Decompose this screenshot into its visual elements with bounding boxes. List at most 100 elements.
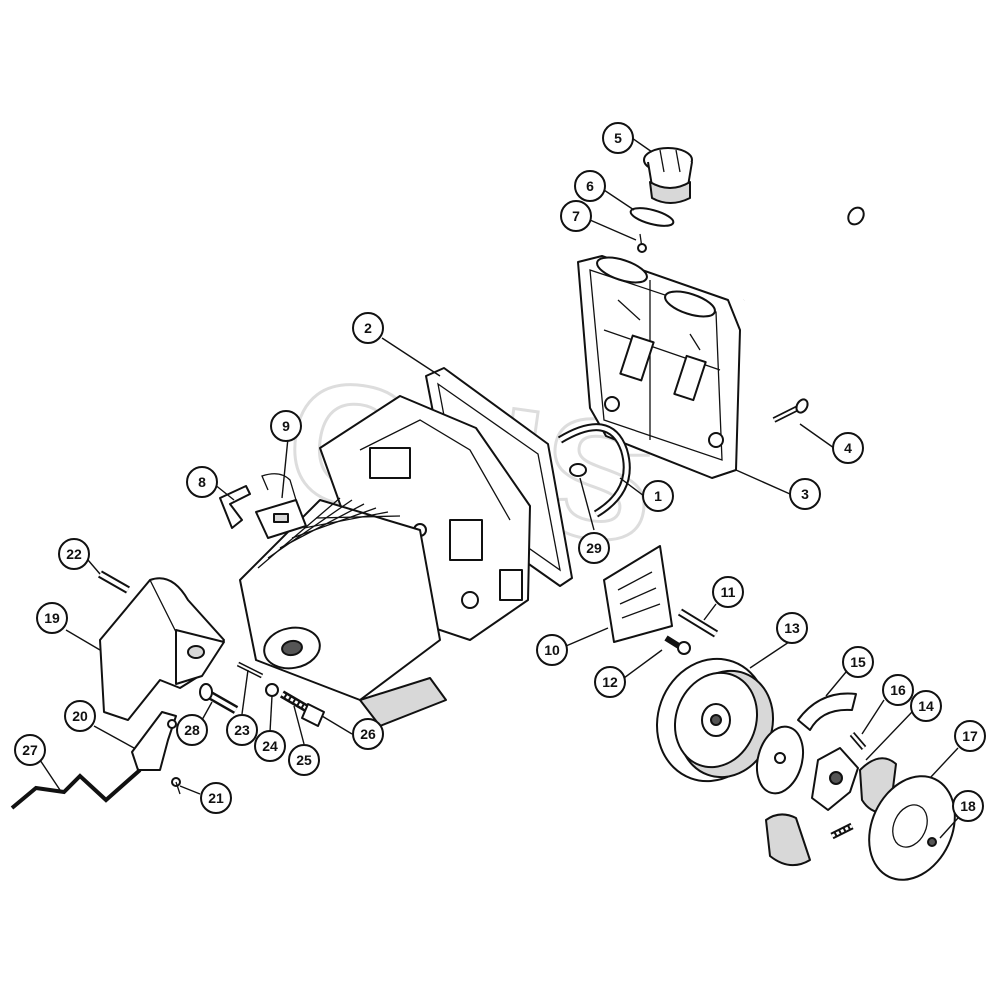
svg-text:4: 4 bbox=[844, 440, 852, 456]
long-bolt-part bbox=[743, 206, 865, 302]
lever-part bbox=[131, 711, 177, 771]
svg-text:16: 16 bbox=[890, 682, 906, 698]
callout-17: 17 bbox=[954, 720, 986, 752]
leader-line-13 bbox=[749, 639, 793, 669]
clutch-drum-part bbox=[656, 657, 775, 783]
svg-text:25: 25 bbox=[296, 752, 312, 768]
callout-1: 1 bbox=[642, 480, 674, 512]
o-ring-part bbox=[629, 207, 675, 227]
leader-line-11 bbox=[703, 603, 717, 621]
leader-line-9 bbox=[281, 437, 289, 499]
callout-29: 29 bbox=[578, 532, 610, 564]
bracket-part bbox=[255, 473, 307, 539]
callout-9: 9 bbox=[270, 410, 302, 442]
svg-text:28: 28 bbox=[184, 722, 200, 738]
callout-11: 11 bbox=[712, 576, 744, 608]
svg-text:21: 21 bbox=[208, 790, 224, 806]
leader-line-1 bbox=[619, 477, 645, 497]
callout-15: 15 bbox=[842, 646, 874, 678]
callout-20: 20 bbox=[64, 700, 96, 732]
leader-line-15 bbox=[825, 671, 847, 697]
callout-26: 26 bbox=[352, 718, 384, 750]
sleeve-part bbox=[301, 703, 325, 727]
svg-text:3: 3 bbox=[801, 486, 809, 502]
chain-guide-plate-part bbox=[603, 545, 673, 643]
callout-21: 21 bbox=[200, 782, 232, 814]
svg-text:2: 2 bbox=[364, 320, 372, 336]
leader-line-6 bbox=[603, 189, 635, 211]
callout-18: 18 bbox=[952, 790, 984, 822]
svg-text:1: 1 bbox=[654, 488, 662, 504]
leader-line-23 bbox=[241, 669, 249, 715]
valve-pin-part bbox=[637, 233, 647, 253]
svg-text:24: 24 bbox=[262, 738, 278, 754]
leader-line-2 bbox=[381, 337, 441, 377]
pin-part bbox=[677, 608, 719, 638]
spring-part bbox=[830, 822, 854, 840]
callout-3: 3 bbox=[789, 478, 821, 510]
oil-tank-housing-part bbox=[577, 255, 741, 479]
clip-part bbox=[219, 485, 251, 529]
svg-text:18: 18 bbox=[960, 798, 976, 814]
small-pin-part bbox=[849, 732, 867, 750]
leader-line-22 bbox=[87, 559, 101, 575]
bolt-28-part bbox=[199, 683, 239, 714]
svg-text:6: 6 bbox=[586, 178, 594, 194]
svg-text:8: 8 bbox=[198, 474, 206, 490]
svg-text:14: 14 bbox=[918, 698, 934, 714]
leader-line-18 bbox=[939, 817, 959, 839]
screw-12-part bbox=[664, 635, 691, 655]
leader-line-4 bbox=[799, 423, 835, 449]
leader-line-19 bbox=[65, 629, 101, 651]
svg-text:17: 17 bbox=[962, 728, 978, 744]
callout-4: 4 bbox=[832, 432, 864, 464]
callout-14: 14 bbox=[910, 690, 942, 722]
leader-line-28 bbox=[201, 701, 213, 721]
svg-text:27: 27 bbox=[22, 742, 38, 758]
callout-23: 23 bbox=[226, 714, 258, 746]
callout-25: 25 bbox=[288, 744, 320, 776]
callout-8: 8 bbox=[186, 466, 218, 498]
svg-text:10: 10 bbox=[544, 642, 560, 658]
svg-text:22: 22 bbox=[66, 546, 82, 562]
leader-line-12 bbox=[623, 649, 663, 679]
svg-text:7: 7 bbox=[572, 208, 580, 224]
callout-27: 27 bbox=[14, 734, 46, 766]
rod-part bbox=[10, 768, 142, 810]
svg-text:5: 5 bbox=[614, 130, 622, 146]
callout-22: 22 bbox=[58, 538, 90, 570]
leader-line-26 bbox=[321, 715, 353, 735]
callout-24: 24 bbox=[254, 730, 286, 762]
short-bolt-part bbox=[772, 398, 809, 423]
clutch-shoe-part bbox=[797, 692, 857, 731]
callout-6: 6 bbox=[574, 170, 606, 202]
callout-7: 7 bbox=[560, 200, 592, 232]
leader-line-8 bbox=[213, 483, 235, 501]
svg-text:20: 20 bbox=[72, 708, 88, 724]
leader-line-20 bbox=[93, 725, 135, 749]
leader-line-24 bbox=[269, 695, 273, 733]
leader-line-3 bbox=[735, 469, 791, 495]
pin-22-part bbox=[98, 570, 130, 594]
svg-text:13: 13 bbox=[784, 620, 800, 636]
fuel-hose-part bbox=[557, 423, 631, 518]
oil-cap-part bbox=[643, 147, 693, 204]
leader-line-27 bbox=[39, 759, 61, 791]
callout-13: 13 bbox=[776, 612, 808, 644]
washer-24-part bbox=[265, 683, 279, 697]
svg-text:12: 12 bbox=[602, 674, 618, 690]
callout-28: 28 bbox=[176, 714, 208, 746]
svg-text:11: 11 bbox=[721, 584, 736, 600]
leader-line-29 bbox=[579, 477, 595, 531]
washer-part bbox=[755, 725, 805, 795]
spring-25-part bbox=[279, 690, 309, 712]
leader-line-7 bbox=[589, 219, 637, 241]
leader-line-17 bbox=[929, 747, 959, 779]
leader-line-21 bbox=[179, 785, 201, 795]
callout-19: 19 bbox=[36, 602, 68, 634]
leader-line-14 bbox=[865, 711, 913, 761]
leader-line-25 bbox=[293, 705, 305, 745]
svg-text:19: 19 bbox=[44, 610, 60, 626]
stud-part bbox=[236, 661, 264, 679]
leader-line-16 bbox=[861, 699, 885, 735]
